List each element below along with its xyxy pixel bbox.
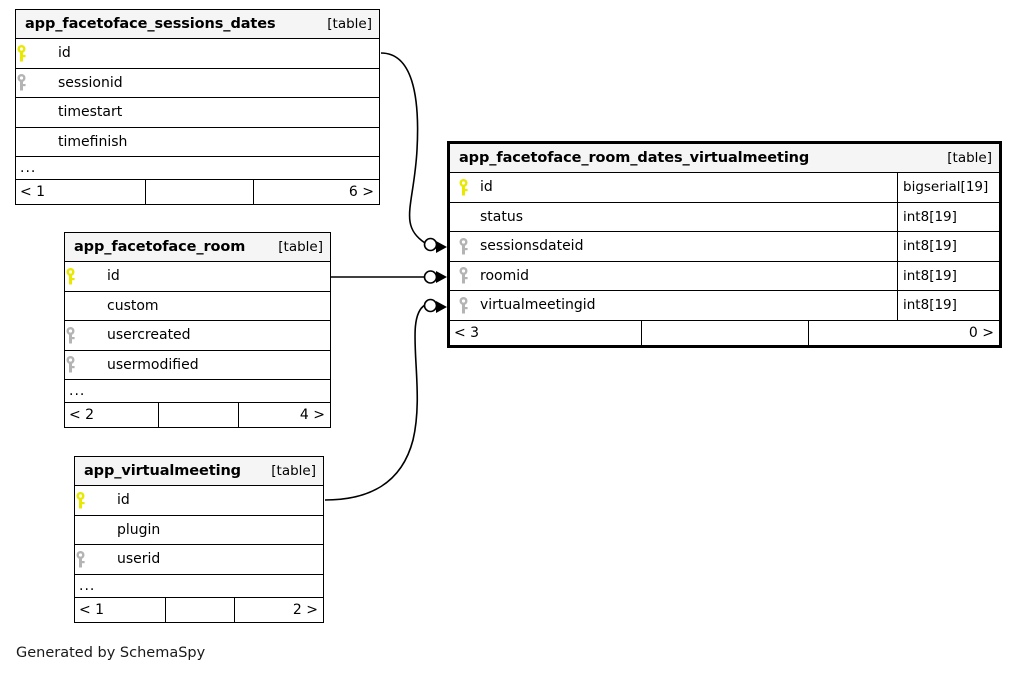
relationship-line-virtualmeetingid bbox=[324, 304, 426, 501]
primary-key-icon bbox=[65, 262, 99, 291]
column-name: sessionid bbox=[58, 74, 123, 91]
column-name: virtualmeetingid bbox=[480, 297, 596, 314]
column-type: bigserial[19] bbox=[903, 179, 989, 196]
column-name: usercreated bbox=[107, 327, 191, 344]
foreign-key-icon bbox=[75, 545, 109, 574]
table-kind-label: [table] bbox=[271, 463, 316, 479]
column-type: int8[19] bbox=[903, 267, 957, 284]
column-name: status bbox=[480, 208, 524, 225]
table-title: app_facetoface_room bbox=[74, 239, 246, 255]
table-row[interactable]: sessionsdateid int8[19] bbox=[450, 232, 999, 262]
table-app-facetoface-sessions-dates[interactable]: app_facetoface_sessions_dates [table] id… bbox=[15, 9, 380, 205]
column-name: id bbox=[107, 268, 120, 285]
column-type: int8[19] bbox=[903, 208, 957, 225]
more-columns-indicator: ... bbox=[75, 575, 323, 598]
foreign-key-icon bbox=[65, 321, 99, 350]
incoming-relationship-count: < 1 bbox=[16, 180, 146, 204]
primary-key-icon bbox=[75, 486, 109, 515]
table-kind-label: [table] bbox=[327, 16, 372, 32]
outgoing-relationship-count: 6 > bbox=[348, 184, 374, 200]
relationship-endpoint-circle-sessionsdateid bbox=[423, 237, 438, 252]
footer-middle bbox=[146, 180, 254, 204]
incoming-relationship-count: < 3 bbox=[450, 320, 642, 345]
table-app-facetoface-room-dates-virtualmeeting[interactable]: app_facetoface_room_dates_virtualmeeting… bbox=[447, 141, 1002, 348]
table-header: app_facetoface_room [table] bbox=[65, 233, 330, 262]
column-name: plugin bbox=[117, 521, 161, 538]
table-title: app_virtualmeeting bbox=[84, 463, 241, 479]
foreign-key-icon bbox=[458, 296, 480, 314]
column-name: timestart bbox=[58, 104, 123, 121]
table-row[interactable]: id bbox=[65, 262, 330, 292]
relationship-arrowhead-virtualmeetingid bbox=[436, 301, 447, 313]
table-row[interactable]: plugin bbox=[75, 515, 323, 545]
table-row[interactable]: timefinish bbox=[16, 127, 379, 157]
primary-key-icon bbox=[458, 178, 480, 196]
primary-key-icon bbox=[16, 39, 50, 68]
table-header: app_facetoface_sessions_dates [table] bbox=[16, 10, 379, 39]
outgoing-relationship-count: 0 > bbox=[968, 324, 994, 341]
table-row[interactable]: id bbox=[75, 486, 323, 516]
foreign-key-icon bbox=[458, 237, 480, 255]
table-kind-label: [table] bbox=[947, 150, 992, 166]
table-row[interactable]: id bigserial[19] bbox=[450, 173, 999, 203]
table-row[interactable]: virtualmeetingid int8[19] bbox=[450, 291, 999, 321]
relationship-endpoint-circle-roomid bbox=[423, 270, 438, 284]
foreign-key-icon bbox=[458, 267, 480, 284]
table-footer: < 1 2 > bbox=[75, 597, 323, 622]
table-row[interactable]: roomid int8[19] bbox=[450, 261, 999, 291]
foreign-key-icon bbox=[65, 351, 99, 380]
table-header: app_virtualmeeting [table] bbox=[75, 457, 323, 486]
table-kind-label: [table] bbox=[278, 239, 323, 255]
outgoing-relationship-count: 4 > bbox=[299, 407, 325, 423]
column-name: userid bbox=[117, 551, 161, 568]
table-header: app_facetoface_room_dates_virtualmeeting… bbox=[450, 144, 999, 173]
outgoing-relationship-count: 2 > bbox=[292, 601, 318, 618]
relationship-endpoint-circle-virtualmeetingid bbox=[423, 298, 438, 313]
table-row[interactable]: userid bbox=[75, 545, 323, 575]
table-app-virtualmeeting[interactable]: app_virtualmeeting [table] id plugin use… bbox=[74, 456, 324, 623]
no-key-icon bbox=[16, 98, 50, 127]
column-name: custom bbox=[107, 297, 159, 314]
foreign-key-icon bbox=[16, 69, 50, 98]
relationship-arrowhead-sessionsdateid bbox=[436, 241, 447, 253]
table-title: app_facetoface_sessions_dates bbox=[25, 16, 276, 32]
incoming-relationship-count: < 1 bbox=[75, 597, 166, 622]
no-key-icon bbox=[65, 292, 99, 321]
column-name: id bbox=[480, 179, 493, 196]
table-row[interactable]: custom bbox=[65, 291, 330, 321]
table-footer: < 2 4 > bbox=[65, 403, 330, 427]
no-key-icon bbox=[75, 516, 109, 545]
more-columns-indicator: ... bbox=[65, 380, 330, 403]
relationship-arrowhead-roomid bbox=[436, 271, 447, 283]
table-row[interactable]: id bbox=[16, 39, 379, 69]
column-type: int8[19] bbox=[903, 297, 957, 314]
no-key-icon bbox=[16, 128, 50, 157]
footer-middle bbox=[642, 320, 809, 345]
table-row[interactable]: usermodified bbox=[65, 350, 330, 380]
table-row[interactable]: sessionid bbox=[16, 68, 379, 98]
column-name: id bbox=[117, 492, 130, 509]
column-name: timefinish bbox=[58, 133, 128, 150]
footer-middle bbox=[159, 403, 239, 427]
table-row[interactable]: usercreated bbox=[65, 321, 330, 351]
table-row[interactable]: status int8[19] bbox=[450, 202, 999, 232]
table-title: app_facetoface_room_dates_virtualmeeting bbox=[459, 150, 810, 166]
column-name: roomid bbox=[480, 267, 529, 284]
footer-middle bbox=[166, 597, 235, 622]
table-app-facetoface-room[interactable]: app_facetoface_room [table] id custom us… bbox=[64, 232, 331, 428]
relationship-line-sessionsdateid bbox=[380, 52, 426, 244]
column-name: sessionsdateid bbox=[480, 238, 584, 255]
column-type: int8[19] bbox=[903, 238, 957, 255]
column-name: usermodified bbox=[107, 356, 199, 373]
incoming-relationship-count: < 2 bbox=[65, 403, 159, 427]
generator-credit: Generated by SchemaSpy bbox=[16, 645, 206, 661]
more-columns-indicator: ... bbox=[16, 157, 379, 180]
table-footer: < 1 6 > bbox=[16, 180, 379, 204]
column-name: id bbox=[58, 45, 71, 62]
table-row[interactable]: timestart bbox=[16, 98, 379, 128]
table-footer: < 3 0 > bbox=[450, 320, 999, 345]
